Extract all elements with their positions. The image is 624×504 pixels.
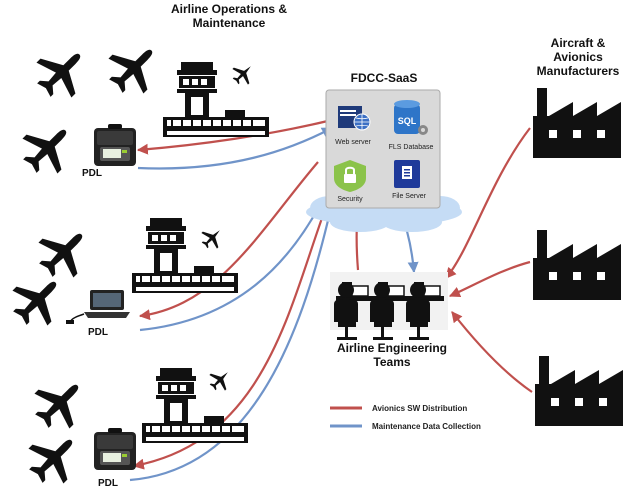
airline-ops-title-line1: Airline Operations & [171, 2, 287, 16]
airline-group-2: PDL [2, 217, 238, 338]
airplane-icon [24, 368, 95, 439]
pdl-label: PDL [88, 327, 108, 338]
manufacturers-title-line1: Aircraft & [551, 36, 606, 50]
file-server-icon [394, 160, 420, 188]
airplane-icon [28, 217, 99, 288]
airplane-icon [2, 265, 73, 336]
web-server-label: Web server [335, 139, 371, 146]
avionics-flow-3 [132, 195, 332, 470]
maintenance-flow-2 [139, 204, 321, 332]
small-airplane-icon [196, 222, 228, 254]
airplane-icon [12, 113, 83, 184]
airplane-icon [98, 33, 169, 104]
maintenance-flow-3 [129, 210, 334, 482]
engineering-title-line1: Airline Engineering [337, 341, 447, 355]
maintenance-flow-1 [137, 127, 333, 170]
fdcc-title: FDCC-SaaS [351, 71, 418, 85]
airplane-icon [18, 423, 89, 494]
engineering-team-icon [330, 272, 448, 340]
pdl-label: PDL [98, 478, 118, 489]
airport-icon [163, 62, 269, 137]
fls-database-label: FLS Database [389, 144, 434, 151]
airport-icon [132, 218, 238, 293]
legend-label-maintenance: Maintenance Data Collection [372, 422, 481, 431]
pdl-laptop-icon [66, 290, 130, 324]
pdl-case-icon [94, 124, 136, 166]
avionics-flow-2 [138, 161, 319, 321]
fdcc-saas-cloud [306, 89, 462, 232]
avionics-flow-manufacturer-3 [451, 311, 533, 393]
legend-label-avionics: Avionics SW Distribution [372, 404, 467, 413]
avionics-flows [132, 118, 533, 470]
pdl-label: PDL [82, 168, 102, 179]
engineering-title-line2: Teams [373, 355, 410, 369]
airline-ops-title-line2: Maintenance [193, 16, 266, 30]
small-airplane-icon [227, 58, 259, 90]
airline-group-1: PDL [12, 33, 269, 184]
database-icon: SQL [394, 100, 428, 135]
security-shield-icon [334, 160, 366, 192]
airport-icon [142, 368, 248, 443]
manufacturers-title-line3: Manufacturers [537, 64, 620, 78]
small-airplane-icon [204, 364, 236, 396]
avionics-flow-1 [136, 118, 333, 155]
legend: Avionics SW Distribution Maintenance Dat… [330, 404, 481, 431]
file-server-label: File Server [392, 193, 427, 200]
avionics-flow-manufacturer-2 [448, 260, 531, 298]
factory-icon [535, 356, 623, 426]
pdl-case-icon [94, 428, 136, 470]
web-server-icon [338, 106, 371, 131]
factory-icon [533, 88, 621, 158]
manufacturers-title-line2: Avionics [553, 50, 603, 64]
security-label: Security [337, 196, 363, 203]
factory-icon [533, 230, 621, 300]
airline-group-3: PDL [18, 364, 248, 494]
avionics-flow-manufacturer-1 [445, 127, 531, 279]
airplane-icon [26, 37, 97, 108]
sql-badge: SQL [398, 116, 417, 126]
